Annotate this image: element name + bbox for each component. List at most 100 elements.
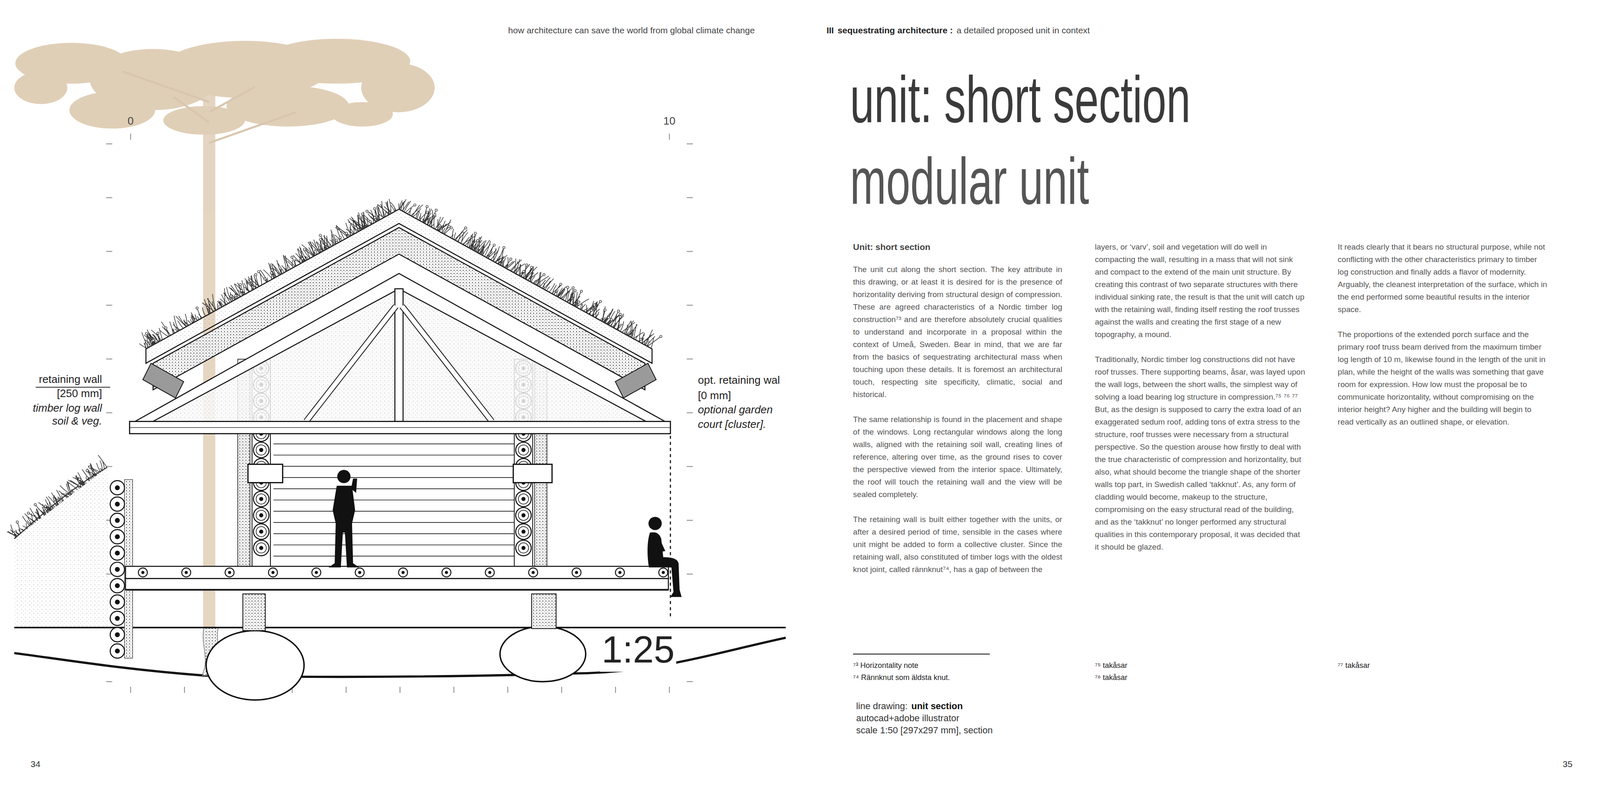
scale-tick bbox=[507, 686, 509, 693]
body-paragraph: The proportions of the extended porch su… bbox=[1337, 328, 1548, 429]
scale-tick bbox=[686, 573, 693, 575]
eave-beam bbox=[129, 421, 671, 434]
person-sitting bbox=[647, 532, 682, 598]
sedum-flower bbox=[659, 335, 662, 338]
scale-tick bbox=[106, 197, 113, 198]
log-end bbox=[253, 523, 269, 540]
log-core bbox=[115, 567, 120, 573]
sedum-flower bbox=[270, 265, 273, 268]
sedum-flower bbox=[230, 295, 233, 298]
text-column: layers, or ‘varv’, soil and vegetation w… bbox=[1095, 240, 1305, 554]
log-ring bbox=[256, 510, 267, 520]
log-core bbox=[259, 497, 264, 502]
floor-log bbox=[658, 567, 668, 578]
scale-tick bbox=[106, 466, 113, 468]
sedum-flower bbox=[145, 332, 148, 335]
log-ring bbox=[518, 445, 529, 455]
running-header: a detailed proposed unit in context bbox=[956, 25, 1090, 37]
sedum-flower bbox=[438, 224, 441, 227]
text-column: Unit: short sectionThe unit cut along th… bbox=[852, 240, 1063, 576]
sedum-flower bbox=[530, 266, 533, 269]
sedum-flower bbox=[639, 338, 642, 341]
sedum-flower bbox=[447, 225, 450, 228]
log-end bbox=[515, 540, 532, 556]
person-standing bbox=[328, 485, 360, 568]
sedum-flower bbox=[88, 465, 91, 468]
log-end bbox=[110, 595, 125, 610]
sedum-flower bbox=[610, 318, 613, 321]
optional-wall-line bbox=[670, 435, 672, 619]
log-ring bbox=[518, 542, 529, 553]
person-head bbox=[337, 470, 351, 484]
log-end bbox=[515, 523, 532, 540]
log-core bbox=[115, 550, 120, 556]
floor-log-core bbox=[141, 570, 145, 574]
sedum-flower bbox=[580, 290, 583, 293]
text-line: IIIsequestrating architecture :a detaile… bbox=[826, 25, 1090, 37]
log-end bbox=[253, 507, 269, 523]
sedum-flower bbox=[572, 286, 575, 289]
log-ring bbox=[518, 493, 529, 504]
window bbox=[247, 464, 283, 483]
tree-canopy bbox=[69, 91, 156, 129]
sedum-flower bbox=[195, 307, 198, 310]
sedum-flower bbox=[413, 203, 416, 206]
log-core bbox=[521, 497, 526, 502]
sedum-grass bbox=[139, 199, 400, 350]
sedum-flower bbox=[619, 315, 622, 318]
soil-mass bbox=[14, 467, 110, 628]
sedum-flower bbox=[85, 476, 88, 479]
log-end bbox=[110, 513, 125, 528]
scale-tick bbox=[686, 143, 693, 145]
floor-log bbox=[615, 567, 625, 578]
text-column: It reads clearly that it bears no struct… bbox=[1337, 240, 1548, 429]
soil-layer bbox=[145, 209, 653, 364]
floor-log bbox=[442, 567, 452, 578]
floor-log-core bbox=[575, 570, 578, 574]
sedum-flower bbox=[27, 512, 30, 515]
footnote: ⁷⁴ Rännknut som äldsta knut. bbox=[852, 673, 950, 683]
scale-tick bbox=[686, 358, 693, 360]
caption-text: unit section bbox=[911, 700, 963, 713]
log-ring bbox=[256, 526, 267, 537]
log-core bbox=[115, 501, 120, 507]
scale-tick bbox=[130, 133, 131, 140]
sedum-flower bbox=[263, 277, 266, 280]
floor-log-core bbox=[271, 570, 275, 574]
floor-log bbox=[398, 567, 408, 578]
floor-log-core bbox=[358, 570, 362, 574]
scale-tick bbox=[106, 250, 113, 252]
log-end bbox=[515, 507, 532, 523]
sedum-flower bbox=[435, 209, 438, 212]
log-end bbox=[253, 442, 269, 458]
scale-tick bbox=[453, 686, 455, 693]
sedum-flower bbox=[78, 483, 81, 486]
log-end bbox=[110, 480, 125, 495]
sedum-flower bbox=[522, 270, 525, 273]
log-ring bbox=[518, 526, 529, 537]
gutter-block bbox=[142, 363, 184, 398]
log-line bbox=[273, 510, 515, 512]
sedum-flower bbox=[319, 234, 322, 237]
body-paragraph: The same relationship is found in the pl… bbox=[852, 413, 1063, 501]
log-core bbox=[259, 545, 264, 550]
gutter-block bbox=[615, 363, 657, 398]
sedum-flower bbox=[44, 505, 47, 508]
interior-ground bbox=[273, 421, 515, 568]
sedum-flower bbox=[365, 210, 368, 213]
floor-log-core bbox=[531, 570, 535, 574]
sedum-grass bbox=[7, 455, 108, 538]
sedum-flower bbox=[301, 257, 304, 260]
floor-log bbox=[485, 567, 495, 578]
log-line bbox=[273, 499, 515, 501]
soil-slope bbox=[14, 467, 108, 539]
log-core bbox=[115, 485, 120, 491]
log-line bbox=[273, 533, 515, 535]
log-core bbox=[115, 648, 120, 654]
floor-board bbox=[125, 578, 669, 590]
scale-tick bbox=[686, 466, 693, 468]
person-arm bbox=[350, 478, 358, 493]
scale-tick bbox=[686, 520, 693, 521]
log-core bbox=[259, 447, 264, 453]
tree-canopy bbox=[331, 102, 393, 127]
